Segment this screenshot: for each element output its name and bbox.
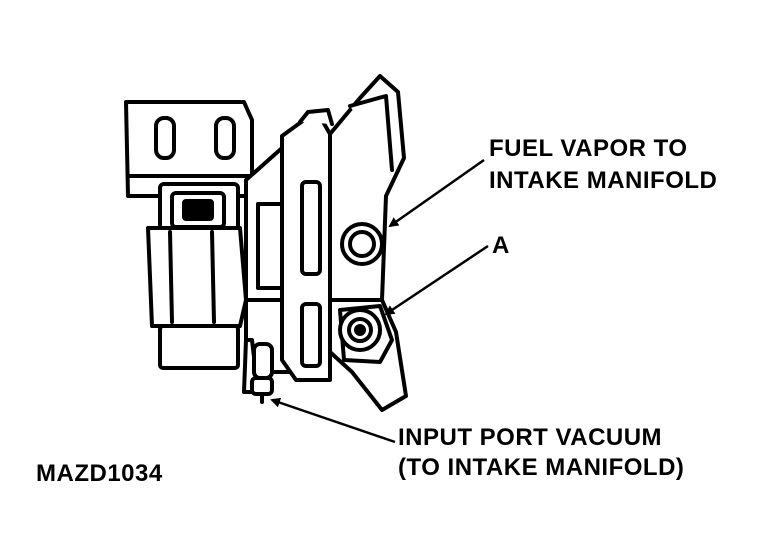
port-a-label: A bbox=[492, 232, 510, 259]
electrical-connector bbox=[124, 100, 254, 198]
mounting-bracket bbox=[280, 108, 334, 382]
input-port-label-line2: (TO INTAKE MANIFOLD) bbox=[398, 454, 685, 481]
input-port-nipple bbox=[242, 338, 274, 404]
input-port-arrow bbox=[270, 397, 396, 444]
port-a bbox=[338, 304, 394, 364]
figure-code: MAZD1034 bbox=[36, 460, 163, 487]
port-a-arrow bbox=[384, 244, 489, 316]
fuel-vapor-label-line1: FUEL VAPOR TO bbox=[489, 135, 688, 162]
fuel-vapor-port bbox=[340, 222, 384, 266]
solenoid-coil-body bbox=[146, 226, 248, 370]
input-port-label: INPUT PORT VACUUM (TO INTAKE MANIFOLD) bbox=[398, 423, 684, 483]
input-port-label-line1: INPUT PORT VACUUM bbox=[398, 424, 663, 451]
fuel-vapor-label-line2: INTAKE MANIFOLD bbox=[489, 167, 718, 194]
fuel-vapor-label: FUEL VAPOR TO INTAKE MANIFOLD bbox=[489, 133, 717, 197]
fuel-vapor-arrow bbox=[388, 158, 485, 228]
